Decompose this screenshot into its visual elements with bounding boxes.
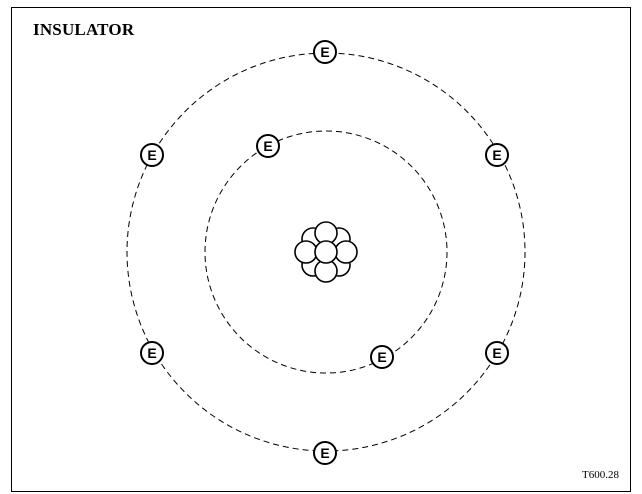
- outer-shell-electron: E: [486, 342, 508, 364]
- outer-shell-electron: E: [486, 144, 508, 166]
- outer-shell-electron: E: [141, 144, 163, 166]
- outer-shell-electron: E: [314, 442, 336, 464]
- electron-label: E: [377, 349, 386, 365]
- nucleus: [295, 222, 357, 282]
- inner-shell-electron: E: [257, 135, 279, 157]
- electron-label: E: [147, 147, 156, 163]
- electron-label: E: [320, 44, 329, 60]
- electron-label: E: [147, 345, 156, 361]
- electron-label: E: [492, 147, 501, 163]
- inner-shell-electron: E: [371, 346, 393, 368]
- electron-label: E: [263, 138, 272, 154]
- nucleus-particle: [335, 241, 357, 263]
- outer-shell-electron: E: [314, 41, 336, 63]
- electron-label: E: [492, 345, 501, 361]
- electron-label: E: [320, 445, 329, 461]
- nucleus-particle: [315, 241, 337, 263]
- nucleus-particle: [295, 241, 317, 263]
- outer-shell-electron: E: [141, 342, 163, 364]
